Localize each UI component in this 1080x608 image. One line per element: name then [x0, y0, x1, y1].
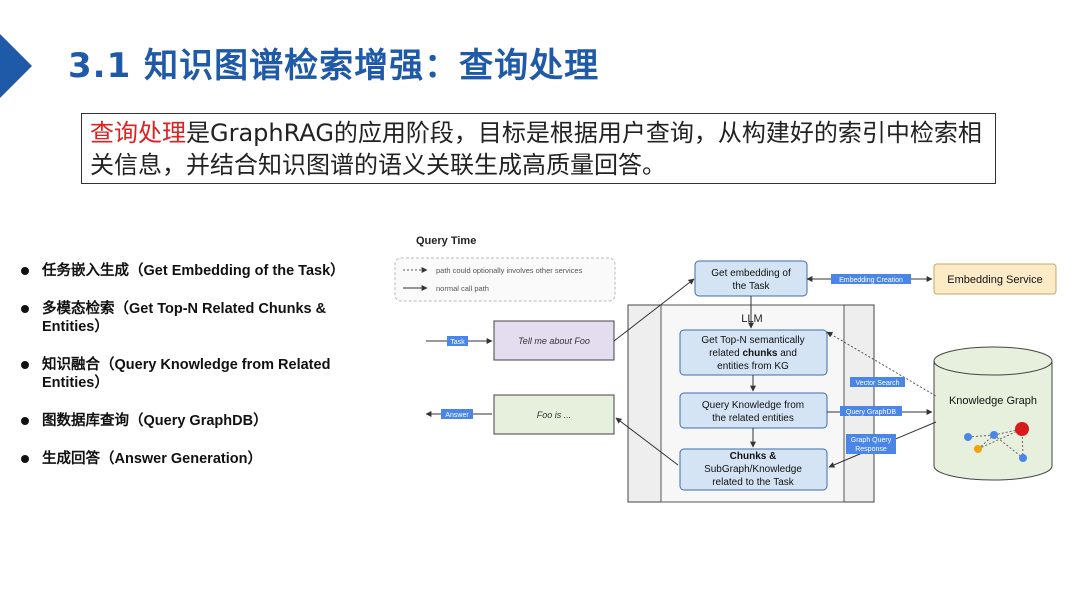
top-n-text-a: related [709, 348, 742, 359]
list-item: 多模态检索（Get Top-N Related Chunks & Entitie… [18, 300, 378, 336]
embedding-service-label: Embedding Service [947, 274, 1042, 286]
query-graphdb-tag: Query GraphDB [840, 406, 902, 416]
list-item: 图数据库查询（Query GraphDB） [18, 412, 378, 430]
svg-text:Graph Query: Graph Query [851, 437, 892, 444]
graph-query-response-tag: Graph Query Response [846, 434, 896, 454]
svg-text:Response: Response [855, 446, 887, 453]
output-note-box [493, 394, 615, 435]
svg-text:Vector Search: Vector Search [856, 380, 900, 387]
input-note: Tell me about Foo [518, 336, 590, 346]
task-tag: Task [447, 336, 468, 346]
chunks-box [679, 448, 828, 491]
svg-text:Answer: Answer [445, 412, 469, 419]
step-list: 任务嵌入生成（Get Embedding of the Task） 多模态检索（… [18, 262, 378, 488]
svg-text:Task: Task [450, 339, 465, 346]
vector-search-tag: Vector Search [850, 377, 905, 387]
output-note: Foo is ... [537, 410, 572, 420]
svg-text:Embedding Creation: Embedding Creation [839, 277, 903, 284]
chunks-line-3: related to the Task [712, 477, 795, 488]
input-to-embedding-arrow [613, 278, 695, 342]
diagram-heading: Query Time [416, 235, 476, 247]
answer-tag: Answer [441, 409, 473, 419]
intro-highlight: 查询处理 [90, 119, 186, 147]
list-item: 任务嵌入生成（Get Embedding of the Task） [18, 262, 378, 280]
title-accent-arrow-icon [0, 34, 32, 98]
list-item: 知识融合（Query Knowledge from Related Entiti… [18, 356, 378, 392]
top-n-line-3: entities from KG [717, 361, 789, 372]
query-time-diagram: Query Time path could optionally involve… [394, 235, 1057, 503]
graph-network-icon [964, 422, 1029, 462]
embedding-service-box [933, 263, 1057, 295]
knowledge-graph-top [933, 346, 1053, 376]
get-embedding-line-2: the Task [732, 281, 770, 292]
query-knowledge-line-1: Query Knowledge from [702, 400, 804, 411]
legend-normal-label: normal call path [436, 284, 489, 293]
knowledge-graph-cylinder [933, 361, 1053, 481]
top-n-bold: chunks [742, 348, 777, 359]
query-knowledge-line-2: the related entities [712, 413, 794, 424]
top-n-text-b: and [777, 348, 796, 359]
llm-label: LLM [741, 313, 762, 325]
top-n-line-1: Get Top-N semantically [701, 335, 804, 346]
input-note-box [493, 320, 615, 361]
top-n-line-2: related chunks and [709, 348, 797, 359]
legend-optional-label: path could optionally involves other ser… [436, 266, 583, 275]
page-title: 3.1 知识图谱检索增强：查询处理 [68, 46, 600, 86]
chunks-line-2: SubGraph/Knowledge [704, 464, 802, 475]
legend-box [394, 257, 616, 302]
vector-search-arrow [826, 331, 937, 397]
intro-text: 是GraphRAG的应用阶段，目标是根据用户查询，从构建好的索引中检索相关信息，… [90, 119, 982, 179]
svg-text:Query GraphDB: Query GraphDB [846, 409, 897, 416]
chunks-line-1: Chunks & [730, 451, 777, 462]
list-item: 生成回答（Answer Generation） [18, 450, 378, 468]
embedding-creation-tag: Embedding Creation [831, 274, 911, 284]
chunks-to-output-arrow [615, 417, 679, 466]
knowledge-graph-label: Knowledge Graph [949, 395, 1037, 407]
get-embedding-line-1: Get embedding of [711, 268, 791, 279]
intro-box: 查询处理是GraphRAG的应用阶段，目标是根据用户查询，从构建好的索引中检索相… [81, 113, 996, 184]
